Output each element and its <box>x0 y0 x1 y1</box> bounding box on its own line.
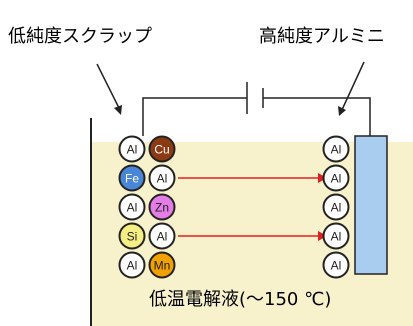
circuit-wire <box>142 97 247 136</box>
scrap-atom-col2: Al <box>148 164 176 192</box>
atom-circle <box>118 193 146 221</box>
atom-symbol: Al <box>127 259 138 273</box>
atom-circle <box>322 251 350 279</box>
atom-circle <box>148 193 176 221</box>
scrap-atom-col2: Al <box>148 222 176 250</box>
atom-symbol: Al <box>331 172 342 186</box>
cathode-plate <box>354 135 388 275</box>
atom-symbol: Zn <box>155 201 169 215</box>
atom-circle <box>322 135 350 163</box>
atom-circle <box>148 135 176 163</box>
circuit-wire-right <box>263 97 371 136</box>
atom-circle <box>148 164 176 192</box>
scrap-atom-col1: Si <box>118 222 146 250</box>
atom-symbol: Al <box>127 143 138 157</box>
atom-symbol: Cu <box>154 143 169 157</box>
atom-symbol: Al <box>331 259 342 273</box>
atom-symbol: Mn <box>154 259 171 273</box>
atom-circle <box>118 222 146 250</box>
atom-circle <box>118 135 146 163</box>
atom-symbol: Si <box>127 230 138 244</box>
scrap-atom-col2: Zn <box>148 193 176 221</box>
atom-circle <box>118 164 146 192</box>
atom-symbol: Al <box>127 201 138 215</box>
atom-circle <box>322 193 350 221</box>
pure-atom: Al <box>322 164 350 192</box>
pure-atom: Al <box>322 135 350 163</box>
atom-symbol: Al <box>331 201 342 215</box>
atom-circle <box>322 164 350 192</box>
target-pointer-head <box>338 106 346 116</box>
scrap-atom-col2: Mn <box>148 251 176 279</box>
scrap-atom-col1: Fe <box>118 164 146 192</box>
source-pointer <box>96 63 121 111</box>
scrap-atom-col2: Cu <box>148 135 176 163</box>
electrolyte-label: 低温電解液(～150 ℃) <box>149 289 331 310</box>
atom-symbol: Fe <box>125 172 139 186</box>
scrap-atom-col1: Al <box>118 135 146 163</box>
atom-circle <box>148 222 176 250</box>
source-pointer-head <box>114 105 122 115</box>
atom-symbol: Al <box>157 172 168 186</box>
target-pointer <box>340 61 365 113</box>
atom-circle <box>322 222 350 250</box>
scrap-atom-col1: Al <box>118 251 146 279</box>
target-label: 高純度アルミニ <box>259 26 385 47</box>
pure-atom: Al <box>322 193 350 221</box>
atom-symbol: Al <box>331 230 342 244</box>
atom-circle <box>118 251 146 279</box>
atom-symbol: Al <box>331 143 342 157</box>
source-label: 低純度スクラップ <box>8 26 152 47</box>
atom-circle <box>148 251 176 279</box>
pure-atom: Al <box>322 222 350 250</box>
scrap-atom-col1: Al <box>118 193 146 221</box>
atom-symbol: Al <box>157 230 168 244</box>
pure-atom: Al <box>322 251 350 279</box>
